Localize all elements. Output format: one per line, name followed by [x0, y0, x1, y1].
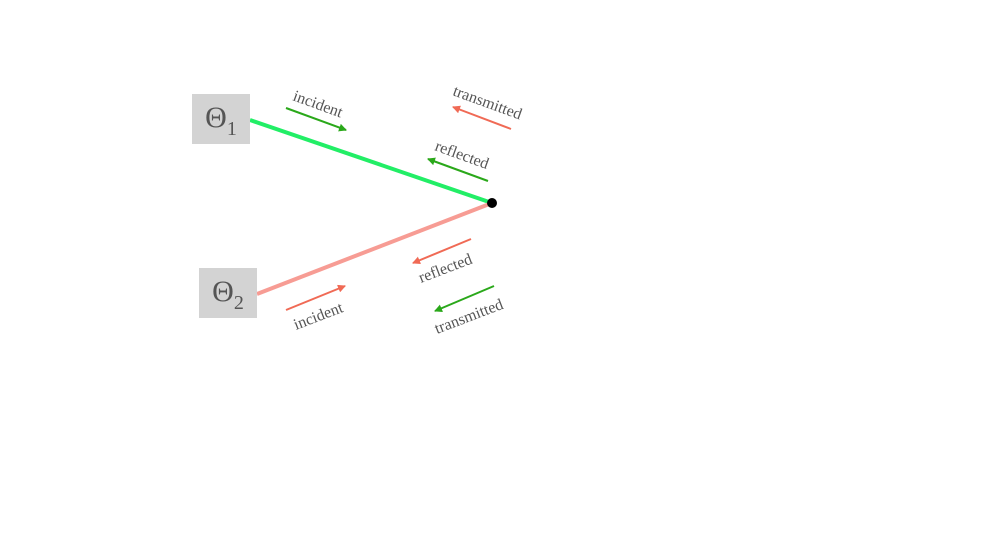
bottom-reflected-label: reflected: [416, 251, 474, 287]
region-1-line: [249, 118, 493, 205]
top-incident-arrow: [285, 107, 347, 132]
bottom-transmitted-arrow: [434, 285, 495, 312]
top-transmitted-label: transmitted: [451, 83, 524, 124]
theta2-box: Θ2: [199, 268, 257, 318]
theta1-symbol: Θ: [205, 101, 227, 134]
junction-point: [487, 198, 497, 208]
top-reflected-label: reflected: [433, 138, 491, 173]
bottom-transmitted-label: transmitted: [432, 296, 505, 338]
theta1-box: Θ1: [192, 94, 250, 144]
svg-text:Θ1: Θ1: [205, 101, 237, 140]
bottom-reflected-arrow: [412, 238, 472, 265]
theta2-symbol: Θ: [212, 275, 234, 308]
top-transmitted-arrow: [452, 105, 512, 130]
bottom-incident-arrow: [285, 284, 346, 311]
top-incident-label: incident: [291, 88, 346, 122]
theta2-subscript: 2: [234, 292, 244, 314]
region-2-line: [256, 201, 493, 296]
svg-text:Θ2: Θ2: [212, 275, 244, 314]
top-reflected-arrow: [427, 157, 489, 182]
theta1-subscript: 1: [227, 118, 237, 140]
